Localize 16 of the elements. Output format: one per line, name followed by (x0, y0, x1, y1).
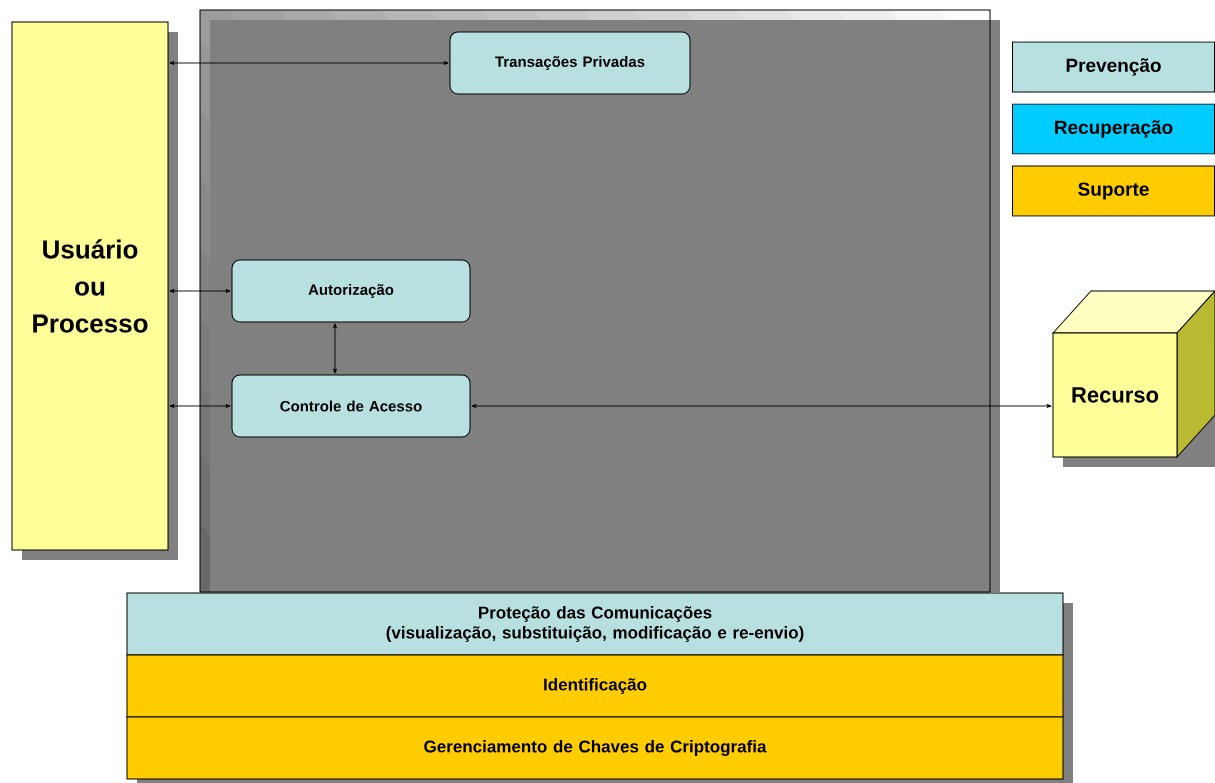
arrow (169, 289, 231, 293)
layer-band: Identificação (126, 654, 1073, 727)
cube: Recurso (1052, 290, 1215, 467)
arrow (169, 404, 231, 408)
process-box: Transações Privadas (449, 31, 700, 104)
arrow (471, 404, 1052, 408)
process-box: Controle de Acesso (231, 374, 480, 447)
legend-item: Prevenção (1012, 41, 1215, 93)
process-box: Autorização (231, 259, 480, 332)
legend-item: Suporte (1012, 165, 1215, 217)
legend-item: Recuperação (1012, 103, 1215, 155)
layer-band: Gerenciamento de Chaves de Criptografia (126, 716, 1073, 783)
actor-box: Usuário ou Processo (11, 21, 178, 560)
layer-band: Proteção das Comunicações (visualização, substituição, modificação e re-envio) (126, 592, 1073, 665)
arrow (169, 61, 449, 65)
arrow (333, 323, 337, 374)
